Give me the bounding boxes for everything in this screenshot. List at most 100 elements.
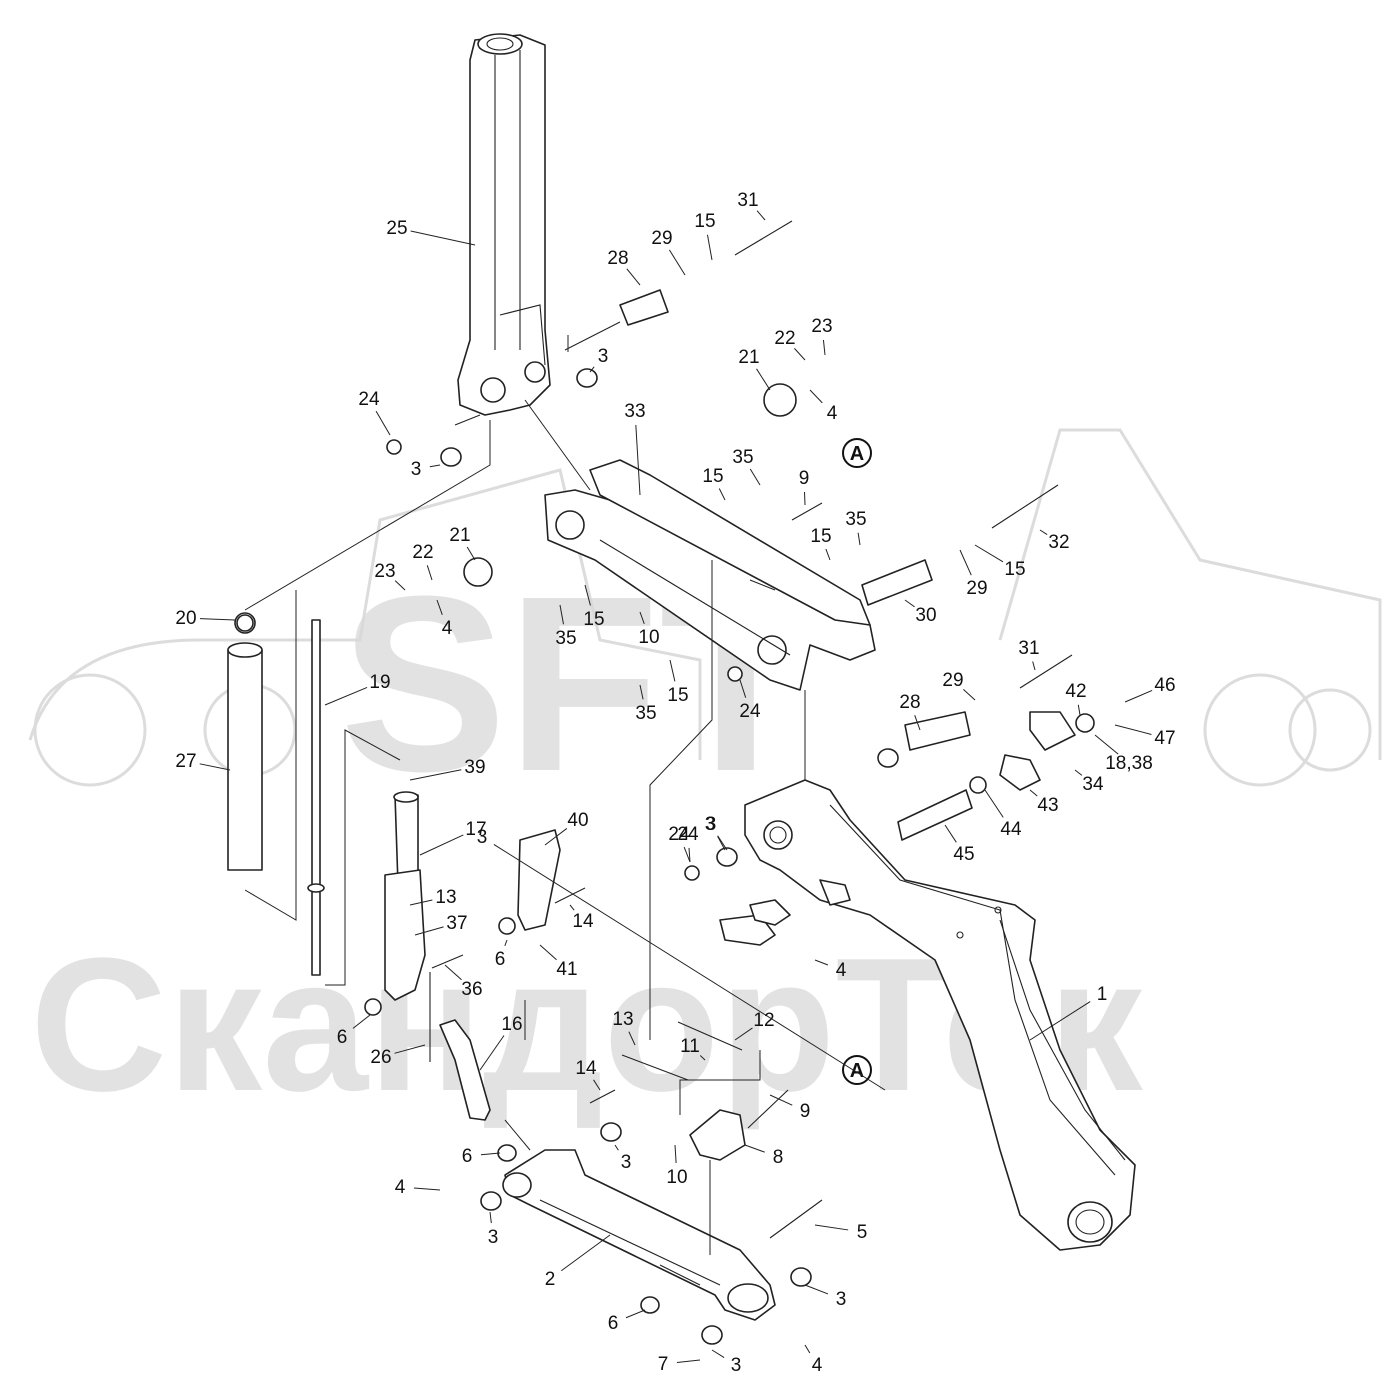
callout-leader-line [717, 835, 728, 851]
callout-label: 4 [827, 403, 838, 424]
callout-leader-line [375, 410, 391, 436]
callout-label: 15 [694, 211, 715, 232]
callout-label: 39 [464, 757, 485, 778]
callout-label: 13 [435, 887, 456, 908]
callout-label: 29 [966, 578, 987, 599]
callout-label: 13 [612, 1009, 633, 1030]
callout-leader-line [426, 565, 433, 581]
callout-leader-line [639, 684, 644, 700]
callout-label: 5 [857, 1222, 868, 1243]
callout-label: 9 [800, 1101, 811, 1122]
callout-leader-line [504, 939, 508, 947]
callout-label: 29 [651, 228, 672, 249]
callout-leader-line [639, 611, 645, 624]
callout-leader-line [635, 424, 641, 496]
callout-leader-line [410, 230, 476, 246]
callout-leader-line [749, 468, 761, 486]
callout-leader-line [1114, 724, 1152, 735]
callout-leader-line [409, 769, 462, 781]
callout-label: 3 [621, 1152, 632, 1173]
callout-label: 42 [1065, 681, 1086, 702]
callout-leader-line [539, 944, 557, 961]
callout-leader-line [688, 847, 691, 863]
callout-label: 15 [667, 685, 688, 706]
callout-label: 6 [608, 1313, 619, 1334]
callout-label: 19 [369, 672, 390, 693]
callout-label: 22 [774, 328, 795, 349]
watermark-tractor-left [28, 468, 702, 760]
callout-label: 24 [739, 701, 761, 722]
callout-label: 33 [624, 401, 645, 422]
callout-leader-line [1029, 1001, 1091, 1041]
callout-label: 14 [572, 911, 594, 932]
callout-label: 21 [738, 347, 759, 368]
callout-label: 7 [658, 1354, 669, 1375]
callout-label: 3 [836, 1289, 847, 1310]
callout-leader-line [352, 1014, 371, 1029]
callout-label: 26 [370, 1047, 391, 1068]
svg-text:A: A [850, 1060, 864, 1082]
callout-leader-line [544, 828, 568, 846]
callout-leader-line [569, 904, 575, 911]
callout-leader-line [479, 1035, 505, 1071]
callout-leader-line [974, 544, 1004, 563]
callout-label: 11 [680, 1036, 700, 1057]
callout-leader-line [413, 1187, 441, 1191]
callout-label: 16 [501, 1014, 522, 1035]
callout-leader-line [984, 789, 1004, 818]
callout-leader-line [674, 1144, 677, 1164]
callout-leader-line [734, 1027, 753, 1041]
callout-leader-line [1039, 529, 1048, 535]
callout-label: 3 [705, 814, 716, 835]
callout-leader-line [444, 964, 462, 981]
callout-leader-line [436, 599, 443, 615]
callout-label: 34 [1082, 774, 1104, 795]
upper-beam-part [544, 459, 876, 691]
callout-label: 45 [953, 844, 974, 865]
callout-label: 44 [1000, 819, 1022, 840]
callout-label: 6 [495, 949, 506, 970]
callout-leader-line [699, 1055, 706, 1061]
callout-label: 47 [1154, 728, 1175, 749]
callout-label: 24 [358, 389, 380, 410]
callout-label: 31 [737, 190, 758, 211]
callout-label: 3 [411, 459, 422, 480]
callout-label: 29 [942, 670, 963, 691]
callout-labels: 1233333333344444566667899101011121313141… [175, 190, 1175, 1376]
callout-label: 1 [1097, 984, 1108, 1005]
callout-leader-line [1124, 690, 1153, 703]
callout-leader-line [944, 824, 957, 843]
callout-label: 31 [1018, 638, 1039, 659]
pins-and-bushings [236, 220, 1095, 1345]
link-part [439, 1019, 491, 1121]
tube-part [227, 612, 263, 871]
callout-leader-line [199, 618, 236, 621]
callout-label: 4 [836, 960, 847, 981]
lower-arm-part [502, 1149, 776, 1321]
watermark-tractor-right [998, 428, 1382, 760]
callout-label: 17 [465, 819, 486, 840]
callout-leader-line [419, 834, 464, 856]
callout-label: 15 [1004, 559, 1025, 580]
callout-leader-line [914, 715, 921, 731]
callout-label: 28 [899, 692, 920, 713]
callout-label: 35 [732, 447, 753, 468]
callout-leader-line [717, 836, 726, 851]
callout-leader-line [683, 846, 691, 863]
callout-leader-line [394, 580, 406, 591]
callout-label: 4 [812, 1355, 823, 1376]
callout-leader-line [625, 1309, 646, 1319]
callout-label: 14 [575, 1058, 597, 1079]
callout-leader-line [1094, 734, 1119, 755]
callout-leader-line [480, 1152, 501, 1156]
callout-label: 18,38 [1105, 753, 1153, 774]
callout-leader-line [1029, 789, 1038, 797]
callout-label: 32 [1048, 532, 1069, 553]
callout-label: 2 [545, 1269, 556, 1290]
callout-label: 9 [799, 468, 810, 489]
callout-label: 35 [555, 628, 576, 649]
callout-label: 15 [702, 466, 723, 487]
plate-43 [999, 754, 1041, 791]
callout-leader-line [744, 1144, 766, 1153]
callout-leader-line [739, 679, 747, 698]
